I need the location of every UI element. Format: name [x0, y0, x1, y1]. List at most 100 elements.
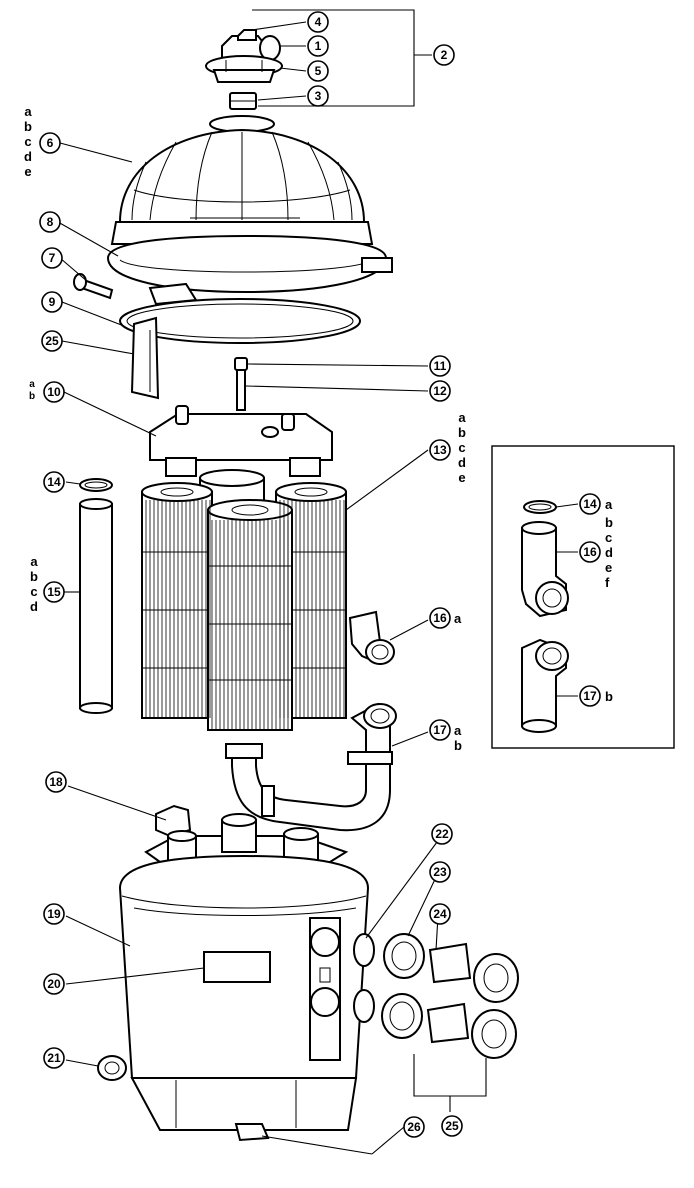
inset-callout-17-variant: b: [605, 689, 613, 704]
svg-text:6: 6: [47, 136, 54, 150]
svg-text:22: 22: [435, 827, 449, 841]
callout-10: 10: [43, 381, 65, 403]
filter-tank: [118, 804, 370, 1142]
callout-6: 6: [39, 132, 61, 154]
svg-text:5: 5: [315, 64, 322, 78]
svg-text:8: 8: [47, 215, 54, 229]
inset-callout-16-variants: b c d e f: [605, 515, 613, 590]
svg-text:c: c: [30, 584, 37, 599]
svg-text:c: c: [24, 134, 31, 149]
svg-text:4: 4: [315, 15, 322, 29]
svg-text:d: d: [458, 455, 466, 470]
svg-text:24: 24: [433, 907, 447, 921]
callout-6-variants: a b c d e: [24, 104, 32, 179]
svg-text:23: 23: [433, 865, 447, 879]
callout-23: 23: [429, 861, 451, 883]
svg-text:19: 19: [47, 907, 61, 921]
union-fittings-lower: [353, 989, 517, 1059]
callout-9: 9: [41, 291, 63, 313]
callout-15-variants: a b c d: [30, 554, 38, 614]
bottom-pipe: [225, 702, 397, 832]
svg-text:20: 20: [47, 977, 61, 991]
callout-11: 11: [429, 355, 451, 377]
svg-text:25: 25: [445, 1119, 459, 1133]
adapter-fitting: [229, 92, 257, 110]
callout-8: 8: [39, 211, 61, 233]
inset-callout-14: 14: [579, 493, 601, 515]
svg-text:13: 13: [433, 443, 447, 457]
inset-callout-14-variant: a: [605, 497, 613, 512]
svg-text:a: a: [454, 723, 462, 738]
svg-text:9: 9: [49, 295, 56, 309]
svg-text:d: d: [30, 599, 38, 614]
air-relief-tube: [234, 357, 248, 411]
callout-21: 21: [43, 1047, 65, 1069]
stand-tube: [79, 498, 113, 714]
lid-o-ring: [119, 298, 361, 344]
svg-text:10: 10: [47, 385, 61, 399]
callout-25-tag: 25: [41, 330, 63, 352]
leader-lines: [57, 9, 579, 1155]
svg-text:17: 17: [433, 723, 447, 737]
warning-tag: [130, 316, 160, 400]
clamp-bolt: [73, 273, 114, 300]
callout-20: 20: [43, 973, 65, 995]
drain-cap: [97, 1055, 127, 1081]
callout-17: 17: [429, 719, 451, 741]
svg-text:3: 3: [315, 89, 322, 103]
callout-16-variant: a: [454, 611, 462, 626]
svg-text:21: 21: [47, 1051, 61, 1065]
callout-7: 7: [41, 247, 63, 269]
callout-25-unions: 25: [441, 1115, 463, 1137]
svg-text:c: c: [458, 440, 465, 455]
callout-22: 22: [431, 823, 453, 845]
manifold: [149, 405, 333, 477]
svg-text:12: 12: [433, 384, 447, 398]
svg-text:d: d: [24, 149, 32, 164]
svg-text:b: b: [454, 738, 462, 753]
callout-10-variants: a b: [29, 379, 35, 402]
filter-lid: [110, 115, 374, 245]
svg-text:15: 15: [47, 585, 61, 599]
callout-13: 13: [429, 439, 451, 461]
svg-text:a: a: [458, 410, 466, 425]
svg-text:b: b: [24, 119, 32, 134]
callout-4: 4: [307, 11, 329, 33]
svg-text:14: 14: [47, 475, 61, 489]
svg-text:7: 7: [49, 251, 56, 265]
svg-text:18: 18: [49, 775, 63, 789]
callout-16: 16: [429, 607, 451, 629]
callout-1: 1: [307, 35, 329, 57]
svg-text:17: 17: [583, 689, 597, 703]
svg-text:d: d: [605, 545, 613, 560]
elbow-fitting: [348, 610, 395, 665]
inset-callout-17: 17: [579, 685, 601, 707]
svg-text:b: b: [30, 569, 38, 584]
svg-text:e: e: [24, 164, 31, 179]
svg-text:2: 2: [441, 48, 448, 62]
callout-17-variants: a b: [454, 723, 462, 753]
callout-24: 24: [429, 903, 451, 925]
callout-15: 15: [43, 581, 65, 603]
callout-14: 14: [43, 471, 65, 493]
svg-text:c: c: [605, 530, 612, 545]
svg-text:14: 14: [583, 497, 597, 511]
svg-text:b: b: [458, 425, 466, 440]
callout-5: 5: [307, 60, 329, 82]
svg-text:16: 16: [433, 611, 447, 625]
svg-text:16: 16: [583, 545, 597, 559]
callout-19: 19: [43, 903, 65, 925]
svg-text:11: 11: [434, 359, 447, 373]
svg-text:e: e: [458, 470, 465, 485]
cartridge-elements: [141, 469, 347, 731]
callout-13-variants: a b c d e: [458, 410, 466, 485]
svg-text:f: f: [605, 575, 610, 590]
svg-text:b: b: [29, 391, 35, 402]
callout-26: 26: [403, 1116, 425, 1138]
callout-2: 2: [433, 44, 455, 66]
svg-text:a: a: [30, 554, 38, 569]
svg-text:b: b: [605, 515, 613, 530]
svg-text:a: a: [29, 379, 35, 390]
air-relief-valve-assembly: [205, 29, 283, 83]
